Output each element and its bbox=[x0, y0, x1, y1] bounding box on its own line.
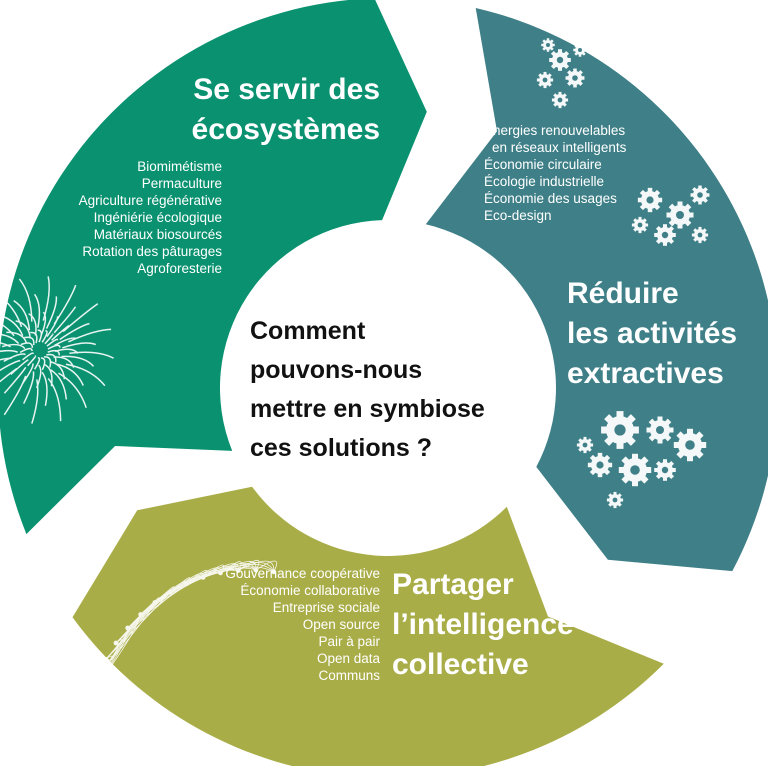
extractive-list: Énergies renouvelables en réseaux intell… bbox=[484, 122, 626, 224]
question-line: mettre en symbiose bbox=[250, 395, 485, 423]
collective-title: Partager l’intelligence collective bbox=[392, 565, 574, 685]
list-item: Open data bbox=[316, 651, 380, 666]
segment-extractive bbox=[425, 8, 768, 572]
ecosystems-title: Se servir des écosystèmes bbox=[192, 70, 380, 150]
list-item: Pair à pair bbox=[318, 634, 380, 649]
segment-ecosystems bbox=[0, 0, 427, 535]
extractive-title: Réduire les activités extractives bbox=[567, 274, 737, 394]
ecosystems-list: Biomimétisme Permaculture Agriculture ré… bbox=[79, 158, 222, 277]
list-item: Matériaux biosourcés bbox=[93, 227, 222, 242]
question-line: Comment bbox=[250, 317, 366, 345]
title-line: Partager bbox=[392, 568, 514, 601]
list-item: Économie circulaire bbox=[484, 157, 602, 172]
segment-collective bbox=[72, 486, 664, 766]
network-icon bbox=[87, 559, 278, 698]
list-item: Biomimétisme bbox=[137, 159, 222, 174]
list-item: Eco-design bbox=[484, 208, 552, 223]
list-item: en réseaux intelligents bbox=[492, 140, 627, 155]
list-item: Entreprise sociale bbox=[272, 600, 380, 615]
question-line: ces solutions ? bbox=[250, 434, 432, 462]
list-item: Économie collaborative bbox=[240, 583, 380, 598]
list-item: Gouvernance coopérative bbox=[225, 566, 380, 581]
list-item: Rotation des pâturages bbox=[82, 244, 222, 259]
title-line: écosystèmes bbox=[191, 113, 380, 146]
list-item: Écologie industrielle bbox=[484, 174, 605, 189]
list-item: Ingéniérie écologique bbox=[93, 210, 222, 225]
center-question: Comment pouvons-nous mettre en symbiose … bbox=[250, 312, 485, 468]
title-line: collective bbox=[392, 648, 529, 681]
list-item: Agroforesterie bbox=[137, 261, 222, 276]
list-item: Open source bbox=[302, 617, 380, 632]
list-item: Permaculture bbox=[141, 176, 222, 191]
flower-icon bbox=[0, 276, 114, 424]
collective-list: Gouvernance coopérative Économie collabo… bbox=[225, 565, 380, 684]
title-line: l’intelligence bbox=[392, 608, 574, 641]
list-item: Énergies renouvelables bbox=[484, 123, 626, 138]
list-item: Communs bbox=[318, 668, 380, 683]
gears-icon bbox=[536, 38, 710, 509]
title-line: Réduire bbox=[567, 277, 679, 310]
title-line: les activités bbox=[567, 317, 738, 350]
title-line: Se servir des bbox=[193, 73, 380, 106]
list-item: Économie des usages bbox=[484, 191, 617, 206]
title-line: extractives bbox=[567, 357, 724, 390]
list-item: Agriculture régénérative bbox=[78, 193, 222, 208]
question-line: pouvons-nous bbox=[250, 356, 423, 384]
